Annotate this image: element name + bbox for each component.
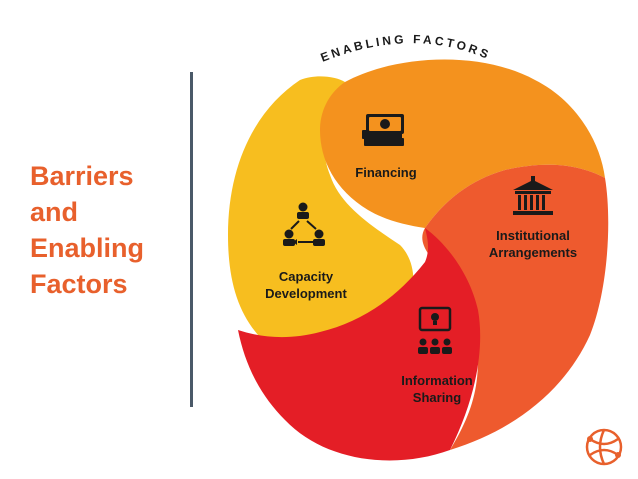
title-line: Barriers (30, 161, 134, 191)
title-line: Enabling (30, 233, 144, 263)
institution-building-icon (513, 176, 553, 215)
label-information-line-2: Sharing (413, 390, 461, 405)
segment-financing (320, 59, 605, 228)
page-title: Barriers and Enabling Factors (30, 158, 180, 302)
label-institutional-line-1: Institutional (496, 228, 570, 243)
label-institutional-line-2: Arrangements (489, 245, 577, 260)
arc-heading: ENABLING FACTORS (319, 32, 493, 64)
segment-capacity (228, 76, 414, 357)
label-financing: Financing (355, 165, 416, 180)
network-people-icon (283, 202, 325, 246)
title-line: Factors (30, 269, 128, 299)
presentation-audience-icon (418, 306, 452, 354)
label-capacity-line-1: Capacity (279, 269, 334, 284)
title-line: and (30, 197, 79, 227)
segment-information (238, 228, 481, 461)
money-stack-icon (362, 114, 404, 146)
vertical-divider (190, 72, 193, 407)
globe-logo-icon (585, 428, 623, 466)
segment-institutional (422, 164, 609, 450)
label-capacity-line-2: Development (265, 286, 347, 301)
label-information-line-1: Information (401, 373, 473, 388)
